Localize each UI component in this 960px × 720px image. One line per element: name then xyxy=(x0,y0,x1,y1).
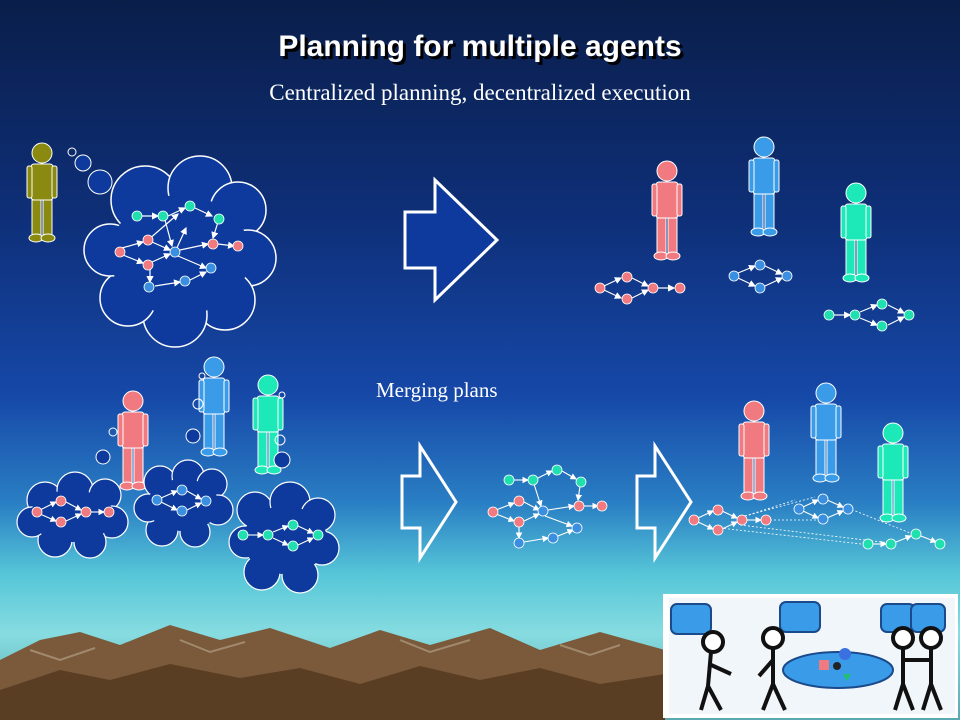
agent-teal-executor xyxy=(877,422,909,523)
thought-cloud-blue xyxy=(133,459,234,548)
agent-olive xyxy=(26,142,58,243)
arrow-right-icon xyxy=(635,440,693,564)
merging-plans-label: Merging plans xyxy=(376,378,498,402)
slide-title: Planning for multiple agents xyxy=(278,30,682,63)
plan-nodes-merged xyxy=(487,464,608,549)
plan-graph-centralized xyxy=(121,207,236,287)
plan-nodes-teal xyxy=(823,298,915,332)
thought-bubble-medium xyxy=(74,154,92,172)
plan-nodes-cloud-red xyxy=(31,495,115,528)
logo-artwork xyxy=(663,594,958,718)
agent-blue xyxy=(748,136,780,237)
thought-bubble-medium xyxy=(95,449,111,465)
thought-bubble-small xyxy=(67,147,77,157)
thought-bubble-medium xyxy=(273,451,291,469)
plan-graph-merged xyxy=(495,470,600,543)
agent-blue-executor xyxy=(810,382,842,483)
agent-blue-planner xyxy=(198,356,230,457)
plan-graph-teal xyxy=(834,303,906,327)
plan-nodes-red-executor xyxy=(688,504,772,536)
thought-bubble-large xyxy=(87,169,113,195)
thought-bubble-small xyxy=(278,391,286,399)
plan-nodes-red xyxy=(594,271,686,305)
agent-red xyxy=(651,160,683,261)
plan-nodes-blue xyxy=(728,259,793,294)
logo-icon xyxy=(663,594,958,718)
plan-graph-blue xyxy=(737,264,784,287)
thought-bubble-small xyxy=(192,398,204,410)
plan-nodes-teal-executor xyxy=(862,528,946,550)
plan-graph-cloud-teal xyxy=(247,524,314,546)
plan-graph-blue-executor xyxy=(802,499,845,519)
slide-subtitle: Centralized planning, decentralized exec… xyxy=(269,80,691,105)
thought-bubble-small xyxy=(274,434,286,446)
agent-red-executor xyxy=(738,400,770,501)
plan-graph-teal-executor xyxy=(872,534,938,548)
plan-graph-cloud-red xyxy=(39,501,106,522)
agent-red-planner xyxy=(117,390,149,491)
thought-bubble-medium xyxy=(185,428,201,444)
arrow-right-icon xyxy=(403,176,500,304)
plan-nodes-blue-executor xyxy=(793,493,854,525)
thought-cloud-teal xyxy=(228,481,340,594)
plan-graph-red xyxy=(603,277,676,299)
plan-nodes-centralized xyxy=(114,200,244,293)
plan-graph-cloud-blue xyxy=(160,490,202,511)
plan-nodes-cloud-teal xyxy=(237,519,324,552)
arrow-right-icon xyxy=(400,440,458,564)
mountain-range xyxy=(0,625,665,720)
plan-nodes-cloud-blue xyxy=(151,484,212,517)
agent-teal xyxy=(840,182,872,283)
thought-bubble-small xyxy=(108,427,118,437)
thought-bubble-small xyxy=(198,372,206,380)
plan-graph-red-executor xyxy=(697,510,763,530)
